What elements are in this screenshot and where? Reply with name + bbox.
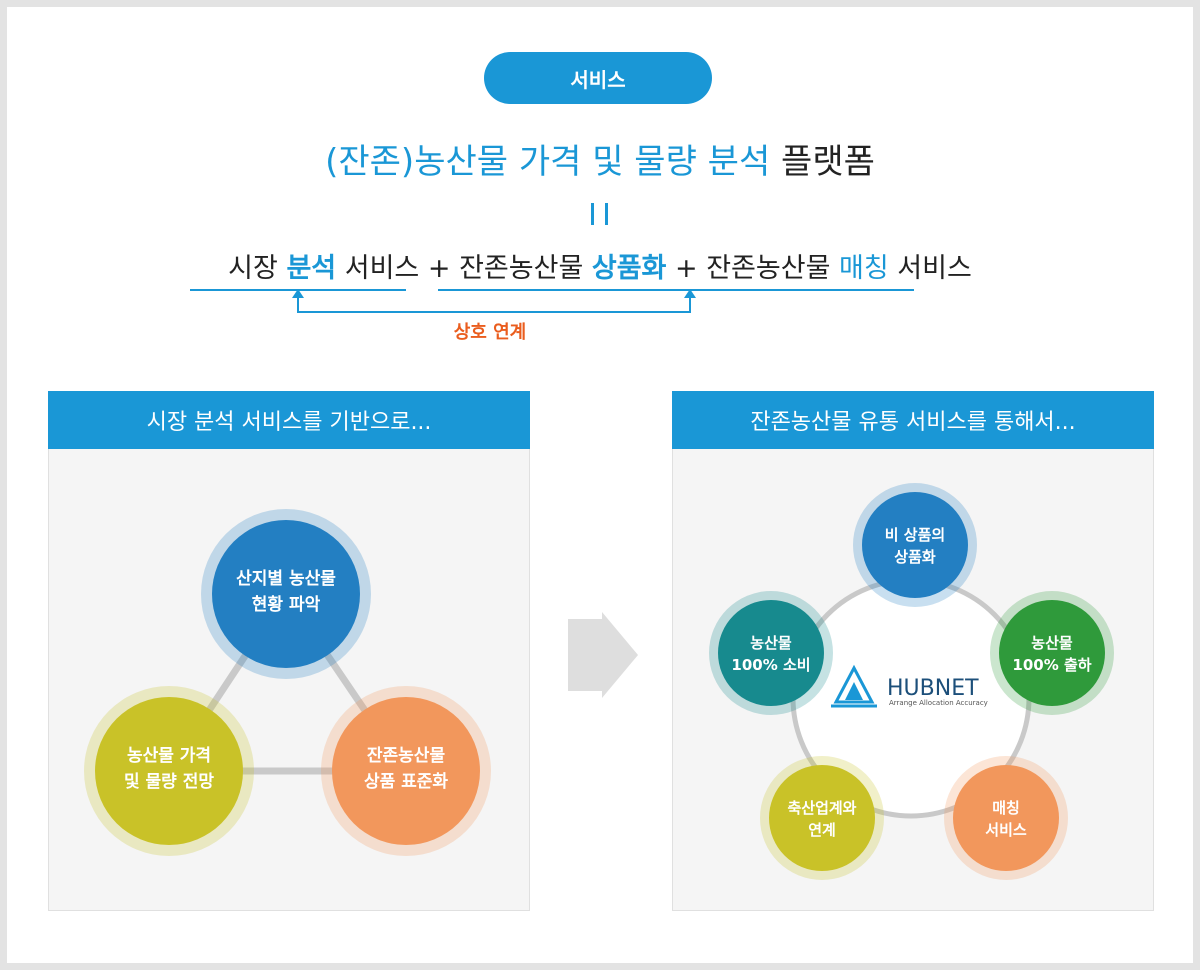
node-label-line2: 연계 — [808, 821, 836, 839]
title-rest: 플랫폼 — [781, 142, 875, 182]
node-commercialize-substandard: 비 상품의 상품화 — [853, 483, 977, 607]
formula-part3-post: 서비스 — [897, 253, 972, 284]
hubnet-logo: HUBNET Arrange Allocation Accuracy — [831, 664, 988, 708]
formula-part1-pre: 시장 — [228, 253, 278, 284]
node-matching-service: 매칭 서비스 — [944, 756, 1068, 880]
left-panel-header: 시장 분석 서비스를 기반으로... — [48, 391, 530, 449]
node-livestock-link: 축산업계와 연계 — [760, 756, 884, 880]
node-product-standardization: 잔존농산물 상품 표준화 — [321, 686, 491, 856]
arrowhead-left-icon — [292, 289, 304, 298]
node-label-line2: 100% 소비 — [731, 656, 810, 674]
service-badge: 서비스 — [484, 52, 712, 104]
node-label-line2: 서비스 — [985, 821, 1027, 839]
formula-part1-post: 서비스 — [344, 253, 420, 284]
right-diagram: HUBNET Arrange Allocation Accuracy 비 상품의… — [709, 483, 1114, 880]
link-label: 상호 연계 — [453, 322, 527, 343]
formula-plus-1: + — [427, 253, 451, 284]
right-panel-header: 잔존농산물 유통 서비스를 통해서... — [672, 391, 1154, 449]
node-label-line1: 축산업계와 — [787, 799, 856, 817]
formula-part2-highlight: 상품화 — [591, 253, 667, 284]
node-price-volume-forecast: 농산물 가격 및 물량 전망 — [84, 686, 254, 856]
node-label-line1: 농산물 가격 — [127, 746, 211, 766]
page-title: (잔존)농산물 가격 및 물량 분석 플랫폼 — [0, 134, 1200, 183]
title-highlight: (잔존)농산물 가격 및 물량 분석 — [325, 142, 771, 182]
formula-part3-pre: 잔존농산물 — [706, 253, 831, 284]
formula-part2-pre: 잔존농산물 — [459, 253, 584, 284]
formula-part1-highlight: 분석 — [286, 253, 337, 284]
hubnet-tagline: Arrange Allocation Accuracy — [889, 699, 988, 707]
hubnet-logo-text: HUBNET — [887, 676, 979, 701]
arrowhead-right-icon — [684, 289, 696, 298]
node-label-line2: 상품 표준화 — [364, 772, 448, 792]
formula-part3-highlight: 매칭 — [839, 253, 889, 284]
node-label-line1: 농산물 — [750, 634, 792, 652]
node-label-line1: 잔존농산물 — [367, 746, 446, 766]
node-label-line2: 100% 출하 — [1012, 656, 1091, 674]
right-panel: 잔존농산물 유통 서비스를 통해서... HUBNET Arrange Allo… — [672, 391, 1154, 911]
hubnet-mark-icon — [831, 664, 877, 708]
node-regional-status: 산지별 농산물 현황 파악 — [201, 509, 371, 679]
formula-plus-2: + — [675, 253, 698, 284]
underline-commercialization-matching — [438, 289, 914, 291]
node-label-line1: 농산물 — [1031, 634, 1073, 652]
link-connector — [292, 289, 696, 313]
node-label-line1: 매칭 — [992, 799, 1020, 817]
service-formula: 시장 분석 서비스 + 잔존농산물 상품화 + 잔존농산물 매칭 서비스 — [0, 246, 1200, 285]
node-full-consumption: 농산물 100% 소비 — [709, 591, 833, 715]
left-diagram: 산지별 농산물 현황 파악 농산물 가격 및 물량 전망 잔존농산물 상품 표준… — [84, 509, 491, 856]
equals-sign — [591, 203, 609, 225]
node-label-line2: 상품화 — [894, 548, 936, 566]
left-panel: 시장 분석 서비스를 기반으로... 산지별 농산물 현황 파악 농산물 가격 … — [48, 391, 530, 911]
node-label-line1: 비 상품의 — [885, 526, 945, 544]
node-label-line2: 및 물량 전망 — [124, 772, 214, 792]
node-label-line1: 산지별 농산물 — [236, 569, 336, 589]
link-line — [297, 296, 691, 313]
flow-arrow-icon — [568, 612, 638, 698]
node-label-line2: 현황 파악 — [252, 595, 321, 615]
node-full-shipment: 농산물 100% 출하 — [990, 591, 1114, 715]
